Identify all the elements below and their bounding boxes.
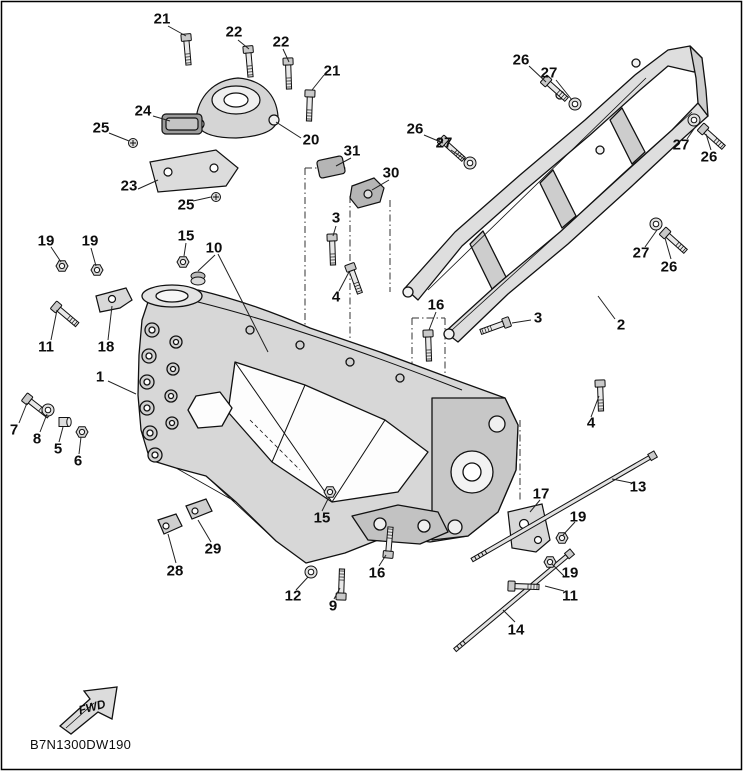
head-cover-parts bbox=[149, 77, 280, 193]
rear-frame-part bbox=[402, 45, 709, 343]
callout-27-5: 27 bbox=[540, 64, 558, 82]
callout-19-20: 19 bbox=[81, 232, 99, 250]
callout-29-40: 29 bbox=[204, 540, 222, 558]
callout-20-9: 20 bbox=[302, 131, 320, 149]
callout-26-23: 26 bbox=[660, 258, 678, 276]
callout-31-12: 31 bbox=[343, 142, 361, 160]
callout-26-8: 26 bbox=[406, 120, 424, 138]
callout-4-24: 4 bbox=[331, 288, 341, 306]
callout-22-1: 22 bbox=[225, 23, 243, 41]
callout-14-47: 14 bbox=[507, 621, 525, 639]
callout-12-44: 12 bbox=[284, 587, 302, 605]
callout-8-33: 8 bbox=[32, 430, 42, 448]
callout-17-37: 17 bbox=[532, 485, 550, 503]
callout-2-27: 2 bbox=[616, 316, 626, 334]
callout-5-34: 5 bbox=[53, 440, 63, 458]
callout-21-3: 21 bbox=[323, 62, 341, 80]
callout-21-0: 21 bbox=[153, 10, 171, 28]
callout-1-30: 1 bbox=[95, 368, 105, 386]
callout-15-18: 15 bbox=[177, 227, 195, 245]
callout-18-29: 18 bbox=[97, 338, 115, 356]
callout-3-17: 3 bbox=[331, 209, 341, 227]
main-frame-part bbox=[137, 284, 519, 564]
callout-23-15: 23 bbox=[120, 177, 138, 195]
callout-10-21: 10 bbox=[205, 239, 223, 257]
callout-16-42: 16 bbox=[368, 564, 386, 582]
callout-4-31: 4 bbox=[586, 414, 596, 432]
callout-3-26: 3 bbox=[533, 309, 543, 327]
long-bolt-14 bbox=[453, 548, 576, 653]
callout-6-35: 6 bbox=[73, 452, 83, 470]
callout-19-19: 19 bbox=[37, 232, 55, 250]
fwd-arrow-icon bbox=[58, 686, 118, 735]
callout-27-10: 27 bbox=[435, 134, 453, 152]
callout-30-14: 30 bbox=[382, 164, 400, 182]
callout-11-45: 11 bbox=[562, 587, 578, 605]
callout-7-32: 7 bbox=[9, 421, 19, 439]
callout-15-39: 15 bbox=[313, 509, 331, 527]
callout-9-46: 9 bbox=[328, 597, 338, 615]
callout-26-13: 26 bbox=[700, 148, 718, 166]
callout-19-43: 19 bbox=[561, 564, 579, 582]
callout-19-38: 19 bbox=[569, 508, 587, 526]
callout-27-11: 27 bbox=[672, 136, 690, 154]
callout-27-22: 27 bbox=[632, 244, 650, 262]
callout-28-41: 28 bbox=[166, 562, 184, 580]
callout-25-7: 25 bbox=[92, 119, 110, 137]
leader-lines bbox=[18, 25, 712, 623]
callout-26-4: 26 bbox=[512, 51, 530, 69]
callout-25-16: 25 bbox=[177, 196, 195, 214]
callout-24-6: 24 bbox=[134, 102, 152, 120]
callout-13-36: 13 bbox=[629, 478, 647, 496]
callout-22-2: 22 bbox=[272, 33, 290, 51]
damper-parts bbox=[316, 155, 385, 209]
part-code: B7N1300DW190 bbox=[30, 737, 132, 752]
callout-11-28: 11 bbox=[38, 338, 54, 356]
callout-16-25: 16 bbox=[427, 296, 445, 314]
long-bolt-13 bbox=[470, 450, 659, 563]
